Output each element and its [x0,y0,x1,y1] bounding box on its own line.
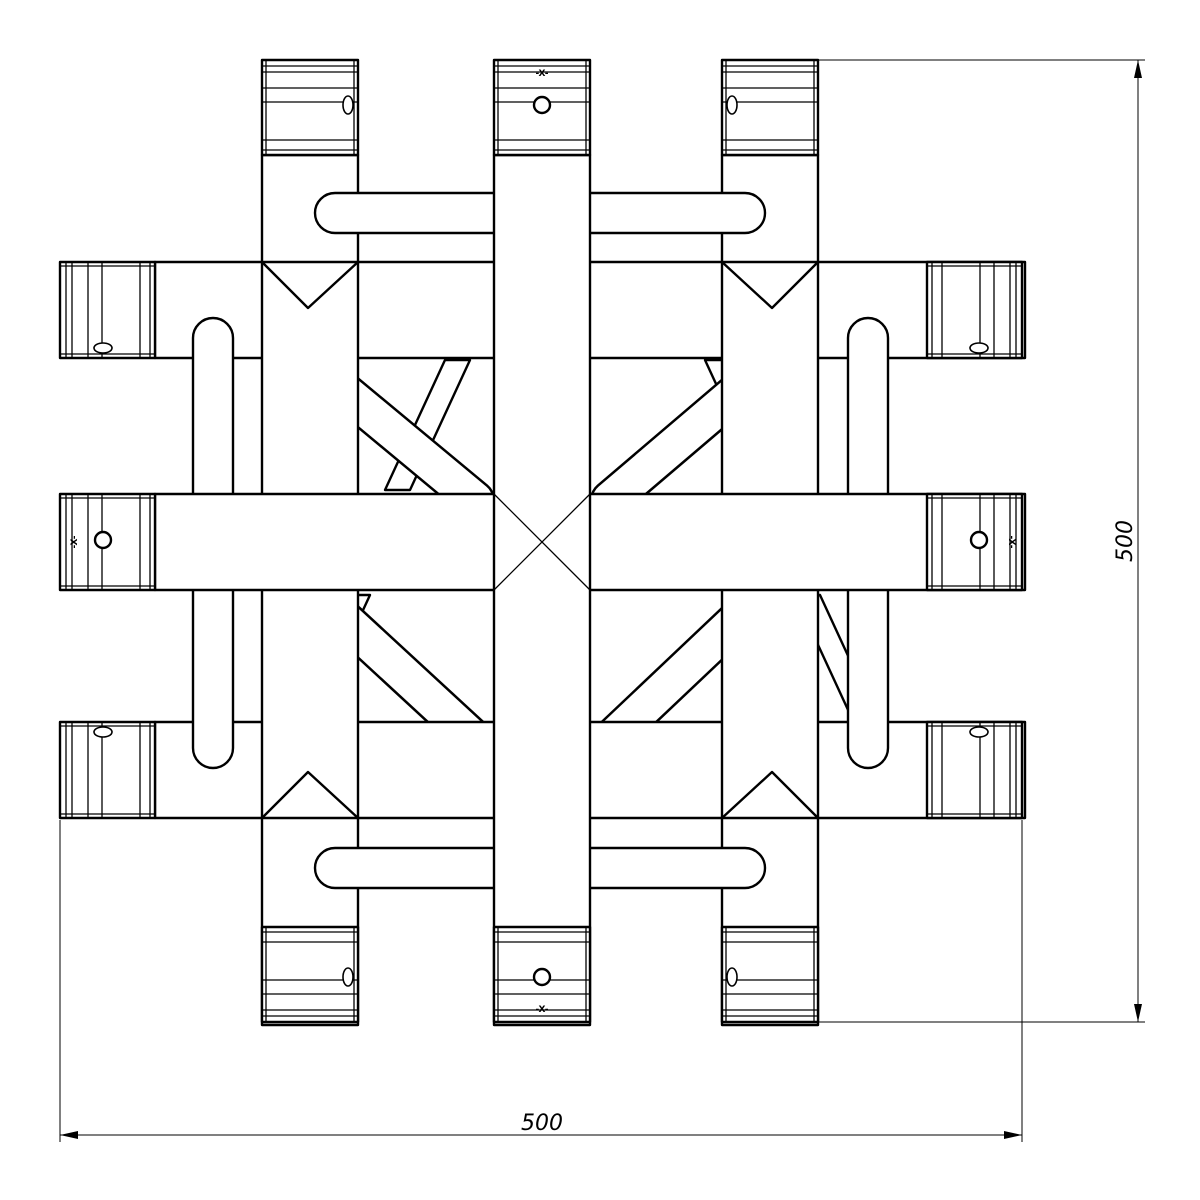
connector-right-top [925,260,1024,360]
main-cross [153,153,1027,1027]
pin-hole-icon [532,967,552,987]
connector-right-bottom [925,720,1024,820]
side-hole-icon [969,726,989,738]
connector-bottom-center: -X- [492,925,592,1024]
side-hole-icon [342,967,354,987]
gusset-bl [260,770,360,820]
height-dimension-label: 500 [1113,520,1138,562]
centre-miter-lines [493,493,591,591]
side-hole-icon [93,342,113,354]
side-hole-icon [342,95,354,115]
connector-logo: -X- [1006,536,1016,549]
side-hole-icon [93,726,113,738]
side-hole-icon [969,342,989,354]
connector-bottom-left [260,925,360,1024]
connector-top-right [720,58,820,157]
connector-top-left [260,58,360,157]
pin-hole-icon [93,530,113,550]
connectors: -X- -X- -X- -X- [58,58,1024,1024]
width-dimension-label: 500 [521,1111,563,1136]
main-vertical-tube [492,153,592,1027]
pin-hole-icon [969,530,989,550]
connector-logo: -X- [70,535,80,548]
side-hole-icon [726,95,738,115]
side-hole-icon [726,967,738,987]
pin-hole-icon [532,95,552,115]
connector-left-top [58,260,157,360]
connector-logo: -X- [536,1005,549,1015]
connector-logo: -X- [536,69,549,79]
width-dimension: 500 [59,820,1023,1142]
connector-right-middle: -X- [925,492,1024,592]
connector-left-bottom [58,720,157,820]
corner-gussets [260,260,820,820]
gusset-tr [720,260,820,310]
connector-bottom-right [720,925,820,1024]
connector-left-middle: -X- [58,492,157,592]
connector-top-center: -X- [492,58,592,157]
gusset-br [720,770,820,820]
gusset-tl [260,260,360,310]
height-dimension: 500 [818,59,1145,1023]
